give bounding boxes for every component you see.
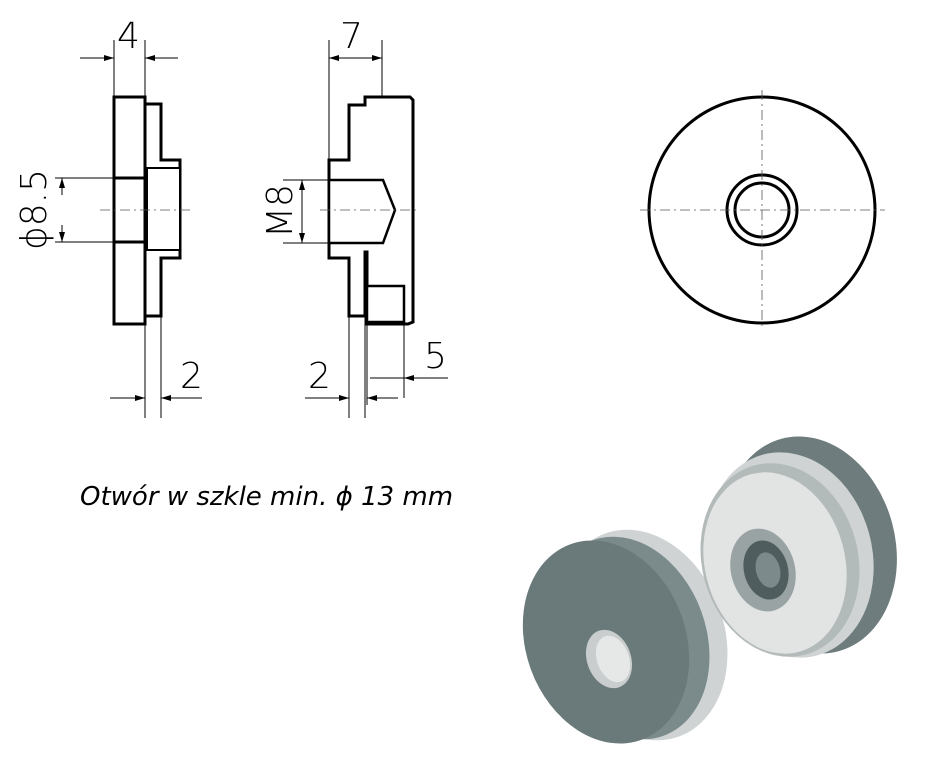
glass-hole-note: Otwór w szkle min. ϕ 13 mm — [80, 482, 453, 512]
dim-thread: M8 — [260, 184, 301, 238]
render-right-part — [700, 436, 897, 658]
dim-left-width: 4 — [117, 16, 140, 57]
left-part-section: 4 ϕ8.5 2 — [14, 16, 203, 418]
dim-hole-diameter: ϕ8.5 — [14, 169, 55, 250]
dim-right-width: 7 — [340, 16, 363, 57]
dim-right-washer: 2 — [308, 356, 331, 397]
dim-right-pocket: 5 — [424, 336, 447, 377]
right-part-section: 7 M8 2 5 — [260, 16, 448, 418]
dim-left-hub: 2 — [180, 356, 203, 397]
render-left-disc — [522, 529, 728, 744]
front-view-circle — [640, 90, 885, 330]
